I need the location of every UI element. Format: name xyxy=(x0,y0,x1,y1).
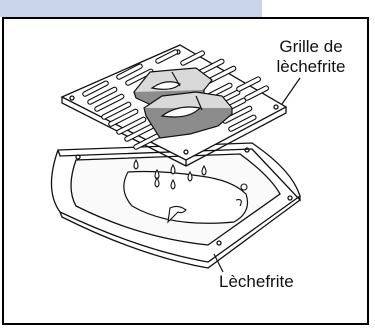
broiler-rack-label-line1: Grille de xyxy=(261,37,361,57)
broiler-pan-label: Lèchefrite xyxy=(219,272,294,292)
broiler-pan xyxy=(51,143,300,268)
broiler-rack-label-line2: lèchefrite xyxy=(261,57,361,77)
broiler-rack-label: Grille de lèchefrite xyxy=(261,37,361,77)
